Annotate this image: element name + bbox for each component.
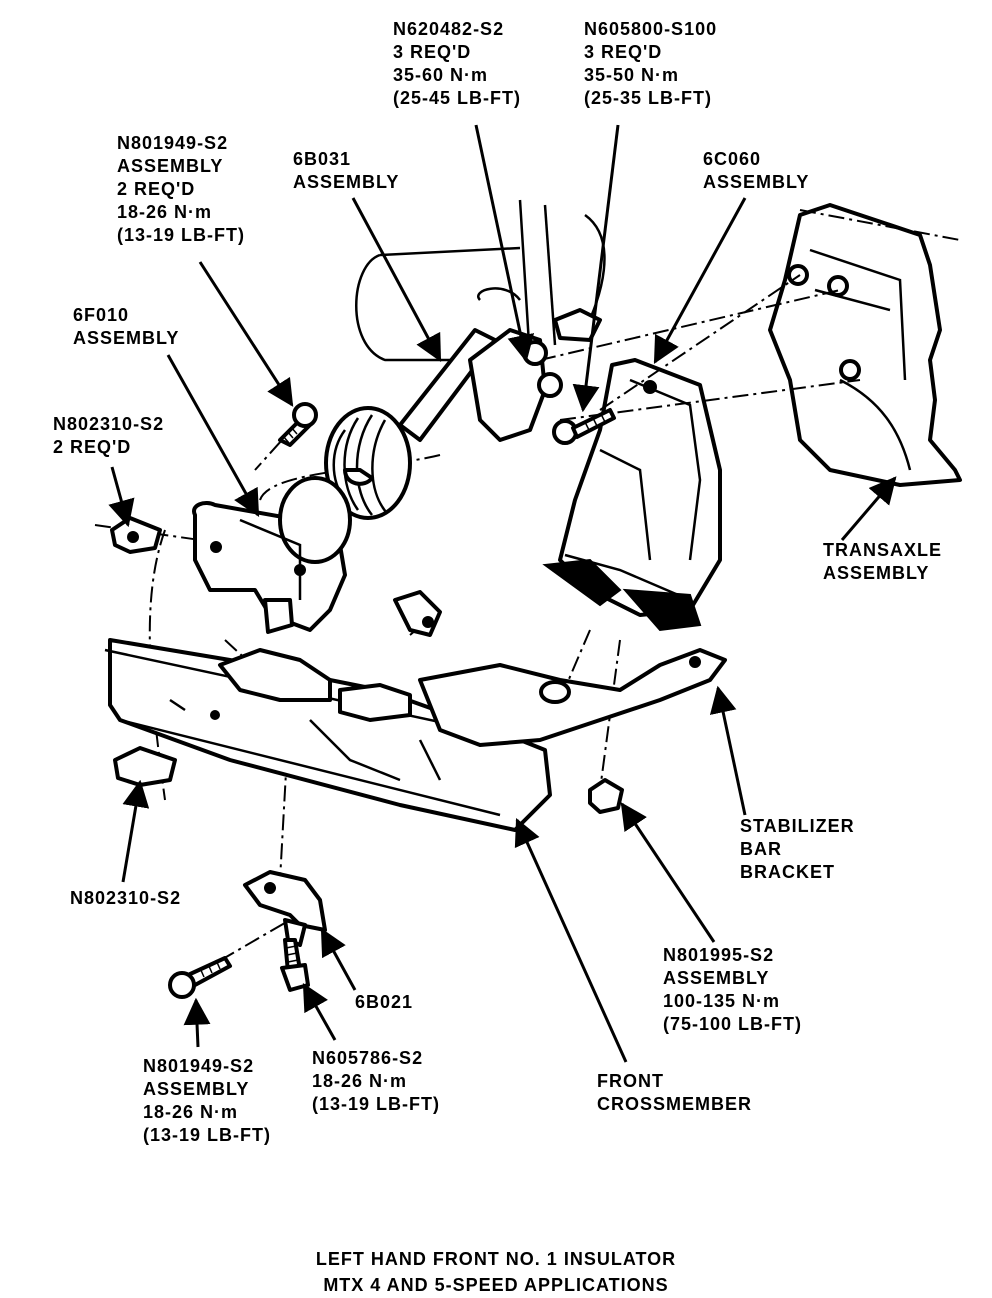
callout-n801949-s2-top: N801949-S2 ASSEMBLY 2 REQ'D 18-26 N·m (1… bbox=[117, 132, 245, 247]
callout-line: 2 REQ'D bbox=[117, 179, 196, 199]
callout-line: 18-26 N·m bbox=[312, 1071, 408, 1091]
6b031-assembly bbox=[324, 328, 547, 520]
callout-line: N801949-S2 bbox=[117, 133, 229, 153]
callout-line: 100-135 N·m bbox=[663, 991, 781, 1011]
callout-line: TRANSAXLE bbox=[823, 540, 943, 560]
callout-line: N605800-S100 bbox=[584, 19, 718, 39]
callout-line: FRONT bbox=[597, 1071, 664, 1091]
callout-transaxle-assembly: TRANSAXLE ASSEMBLY bbox=[823, 539, 942, 585]
callout-line: N801949-S2 bbox=[143, 1056, 255, 1076]
callout-line: 6C060 bbox=[703, 149, 762, 169]
callout-line: (75-100 LB-FT) bbox=[663, 1014, 803, 1034]
bolt-n605786 bbox=[280, 938, 310, 992]
callout-line: N802310-S2 bbox=[53, 414, 165, 434]
callout-n802310-s2-top: N802310-S2 2 REQ'D bbox=[53, 413, 164, 459]
callout-line: 3 REQ'D bbox=[584, 42, 663, 62]
caption-line-2: MTX 4 AND 5-SPEED APPLICATIONS bbox=[323, 1275, 669, 1295]
callout-line: CROSSMEMBER bbox=[597, 1094, 753, 1114]
callout-line: BAR bbox=[740, 839, 782, 859]
nuts-n620482 bbox=[522, 308, 602, 398]
callout-line: (13-19 LB-FT) bbox=[117, 225, 246, 245]
callout-line: ASSEMBLY bbox=[293, 172, 400, 192]
callout-line: 6B031 bbox=[293, 149, 352, 169]
front-crossmember bbox=[104, 638, 727, 832]
callout-n801995-s2: N801995-S2 ASSEMBLY 100-135 N·m (75-100 … bbox=[663, 944, 802, 1036]
callout-n605786-s2: N605786-S2 18-26 N·m (13-19 LB-FT) bbox=[312, 1047, 440, 1116]
6b021-bracket bbox=[243, 870, 327, 947]
engine-block bbox=[355, 199, 606, 362]
callout-line: STABILIZER bbox=[740, 816, 855, 836]
callout-n620482-s2: N620482-S2 3 REQ'D 35-60 N·m (25-45 LB-F… bbox=[393, 18, 521, 110]
callout-line: 35-50 N·m bbox=[584, 65, 680, 85]
6f010-assembly bbox=[192, 476, 352, 634]
callout-6b021: 6B021 bbox=[355, 991, 413, 1014]
callout-front-crossmember: FRONT CROSSMEMBER bbox=[597, 1070, 752, 1116]
callout-n801949-s2-bottom: N801949-S2 ASSEMBLY 18-26 N·m (13-19 LB-… bbox=[143, 1055, 271, 1147]
callout-line: ASSEMBLY bbox=[117, 156, 224, 176]
callout-line: 2 REQ'D bbox=[53, 437, 132, 457]
callout-line: N802310-S2 bbox=[70, 888, 182, 908]
callout-n605800-s100: N605800-S100 3 REQ'D 35-50 N·m (25-35 LB… bbox=[584, 18, 717, 110]
callout-line: (25-35 LB-FT) bbox=[584, 88, 713, 108]
diagram-caption: LEFT HAND FRONT NO. 1 INSULATOR MTX 4 AN… bbox=[0, 1246, 992, 1298]
clip-n802310-bottom bbox=[113, 746, 177, 787]
callout-line: BRACKET bbox=[740, 862, 835, 882]
callout-line: ASSEMBLY bbox=[73, 328, 180, 348]
bolt-n801949-top bbox=[278, 402, 318, 447]
bolt-n605800 bbox=[552, 408, 616, 445]
callout-line: ASSEMBLY bbox=[823, 563, 930, 583]
callout-line: 6B021 bbox=[355, 992, 414, 1012]
callout-line: 18-26 N·m bbox=[143, 1102, 239, 1122]
callout-stabilizer-bar-bracket: STABILIZER BAR BRACKET bbox=[740, 815, 855, 884]
callout-n802310-s2-bottom: N802310-S2 bbox=[70, 887, 181, 910]
callout-line: N620482-S2 bbox=[393, 19, 505, 39]
callout-line: (13-19 LB-FT) bbox=[312, 1094, 441, 1114]
clip-n802310-top bbox=[110, 516, 162, 554]
callout-line: (13-19 LB-FT) bbox=[143, 1125, 272, 1145]
callout-line: N801995-S2 bbox=[663, 945, 775, 965]
callout-line: 35-60 N·m bbox=[393, 65, 489, 85]
bolt-n801949-bottom bbox=[168, 956, 232, 999]
callout-line: ASSEMBLY bbox=[703, 172, 810, 192]
callout-line: N605786-S2 bbox=[312, 1048, 424, 1068]
caption-line-1: LEFT HAND FRONT NO. 1 INSULATOR bbox=[315, 1249, 677, 1269]
leader-arrows bbox=[108, 124, 897, 1063]
callout-line: 3 REQ'D bbox=[393, 42, 472, 62]
callout-line: (25-45 LB-FT) bbox=[393, 88, 522, 108]
callout-6c060-assembly: 6C060 ASSEMBLY bbox=[703, 148, 809, 194]
callout-line: ASSEMBLY bbox=[663, 968, 770, 988]
nut-n801995 bbox=[588, 778, 624, 814]
callout-line: 18-26 N·m bbox=[117, 202, 213, 222]
callout-line: 6F010 bbox=[73, 305, 130, 325]
callout-line: ASSEMBLY bbox=[143, 1079, 250, 1099]
6c060-bracket bbox=[542, 358, 722, 632]
transaxle-assembly bbox=[768, 203, 962, 487]
clip-middle bbox=[393, 590, 442, 637]
callout-6b031-assembly: 6B031 ASSEMBLY bbox=[293, 148, 399, 194]
callout-6f010-assembly: 6F010 ASSEMBLY bbox=[73, 304, 179, 350]
